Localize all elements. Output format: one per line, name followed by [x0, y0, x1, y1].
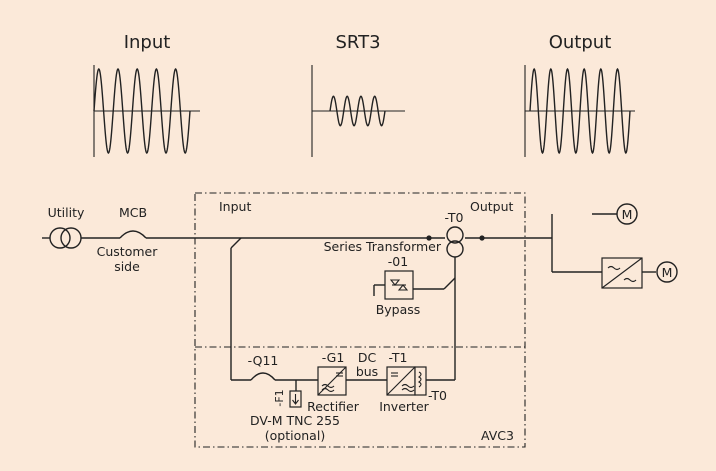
bypass-thyristor-symbol [384, 270, 414, 300]
dc-bus-label-line2: bus [356, 364, 378, 379]
junction-dot-right [479, 235, 485, 241]
f1-fuse-arrowhead [292, 399, 299, 405]
avc3-label: AVC3 [481, 428, 514, 443]
vfd-drive-symbol [601, 257, 643, 289]
bypass-tap [443, 277, 456, 290]
dvm-label-line2: (optional) [265, 428, 325, 443]
junction-dot-left [426, 235, 432, 241]
series-transformer-label: Series Transformer [324, 239, 442, 254]
rectifier-label: Rectifier [307, 399, 360, 414]
utility-transformer-symbol [42, 227, 120, 249]
enclosure-input-label: Input [219, 199, 251, 214]
inverter-label: Inverter [379, 399, 429, 414]
srt3-wave-curve [329, 95, 386, 127]
mcb-label: MCB [119, 205, 147, 220]
mcb-breaker-symbol [119, 230, 147, 239]
dc-bus-label-line1: DC [358, 350, 377, 365]
branch-tap [230, 237, 242, 249]
customer-side-label-line2: side [114, 259, 140, 274]
output-wave-title: Output [549, 32, 612, 53]
f1-label: -F1 [273, 389, 286, 406]
enclosure-output-label: Output [470, 199, 514, 214]
input-wave-curve [93, 68, 191, 154]
input-waveform [93, 65, 200, 157]
input-wave-title: Input [124, 32, 171, 53]
inverter-symbol [386, 366, 416, 396]
motor1-label: M [622, 207, 633, 222]
q11-label: -Q11 [248, 353, 279, 368]
srt3-waveform [311, 65, 405, 157]
dvm-label-line1: DV-M TNC 255 [250, 413, 340, 428]
avc3-enclosure [194, 192, 526, 448]
motor1-symbol [616, 203, 638, 225]
g1-label: -G1 [322, 350, 345, 365]
bottom-transformer-symbol [414, 366, 427, 396]
bypass-label: Bypass [376, 302, 421, 317]
rectifier-symbol [317, 366, 347, 396]
t1-label: -T1 [389, 350, 408, 365]
bypass-tag-label: -01 [388, 254, 408, 269]
motor2-label: M [662, 265, 673, 280]
utility-label: Utility [48, 205, 85, 220]
customer-side-label-line1: Customer [97, 244, 159, 259]
motor2-symbol [656, 261, 678, 283]
series-transformer-symbol [446, 226, 464, 258]
t0-bottom-label: -T0 [428, 388, 447, 403]
q11-breaker-symbol [250, 372, 276, 381]
srt3-wave-title: SRT3 [335, 32, 380, 53]
output-waveform [524, 65, 635, 157]
t0-top-label: -T0 [445, 210, 464, 225]
output-wave-curve [529, 67, 631, 155]
